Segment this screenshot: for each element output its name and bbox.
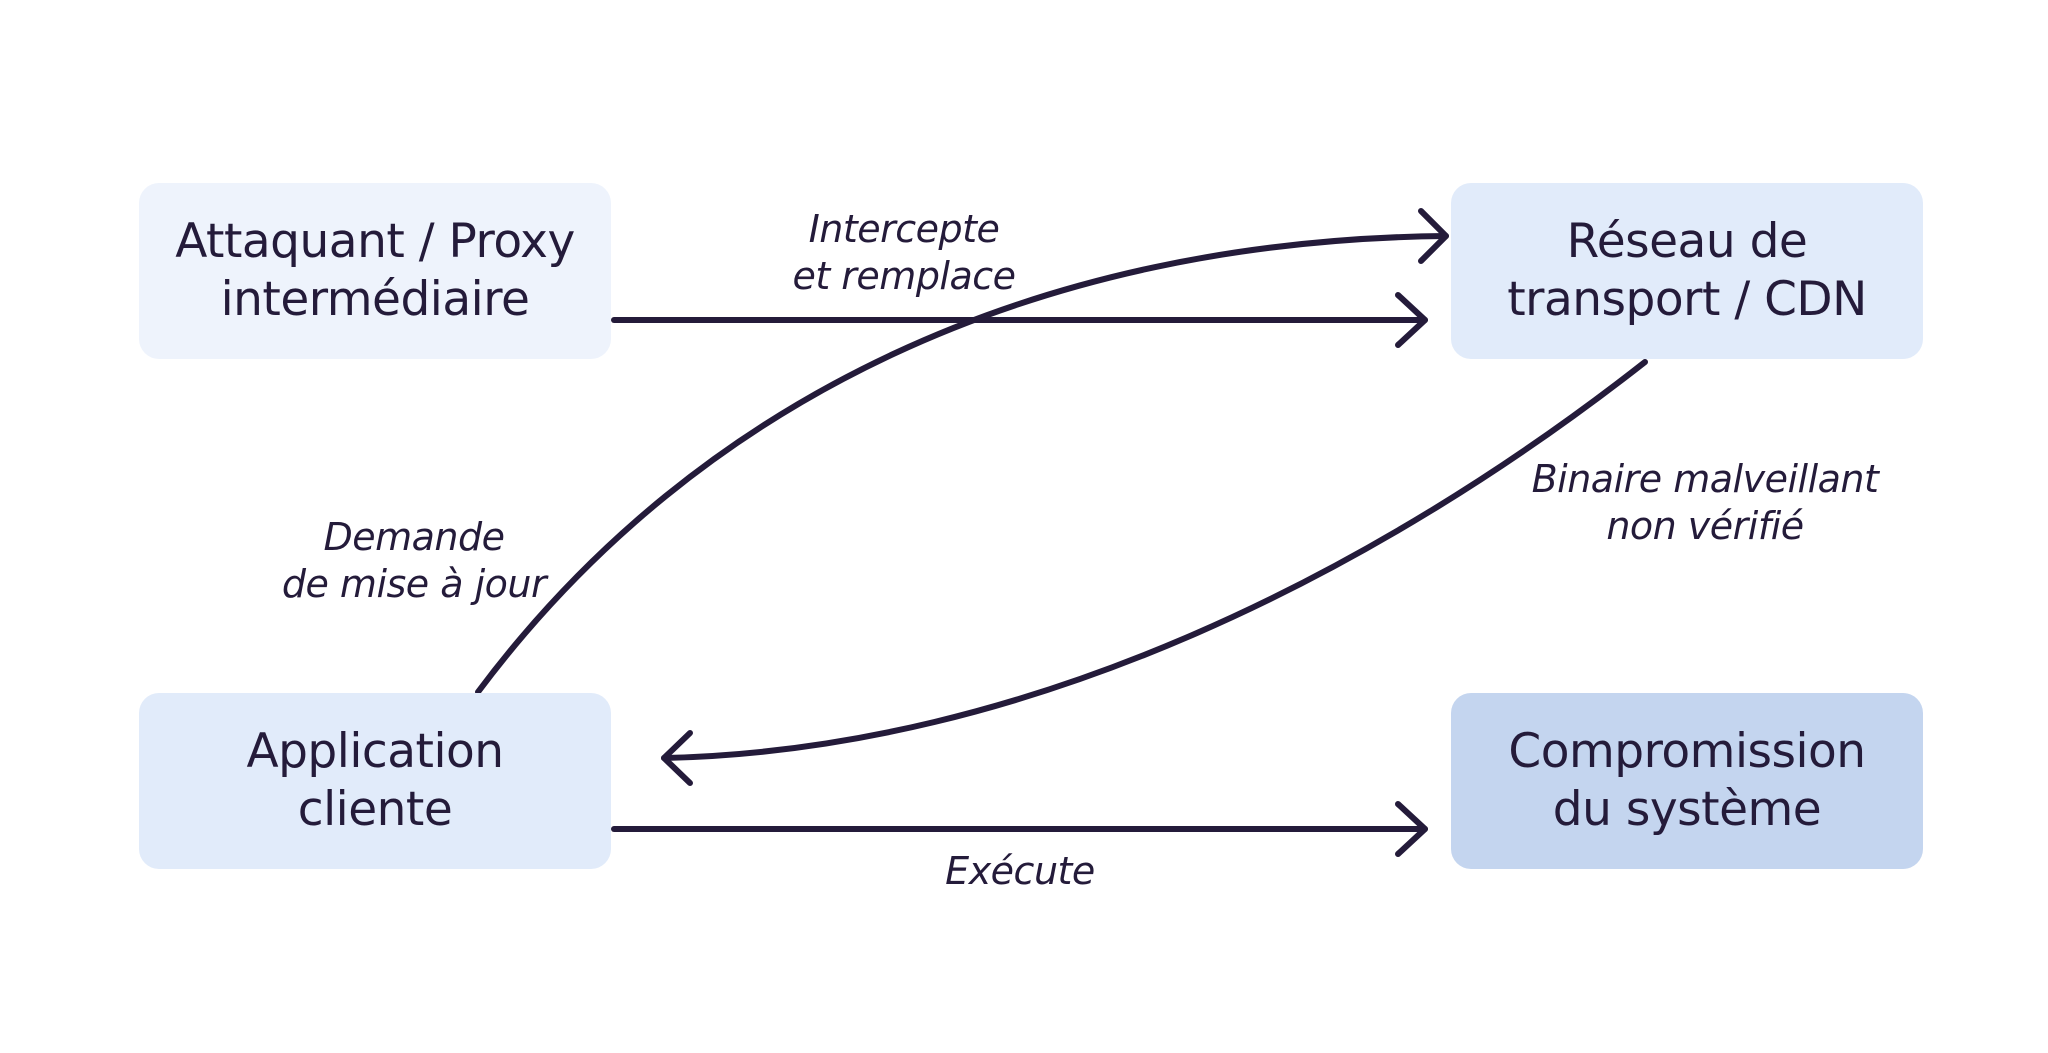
node-client-line2: cliente — [297, 782, 453, 837]
node-cdn-line2: transport / CDN — [1507, 272, 1867, 327]
node-client-line1: Application — [246, 724, 504, 779]
node-cdn-line1: Réseau de — [1566, 214, 1808, 269]
edge-update-request-line2: de mise à jour — [281, 562, 547, 606]
edge-intercept-line1: Intercepte — [808, 207, 1000, 251]
edge-malicious-binary-arrowhead — [661, 730, 693, 786]
edge-update-request-line — [475, 233, 1449, 695]
edge-malicious-binary-label: Binaire malveillant non vérifié — [1532, 456, 1879, 550]
node-cdn: Réseau de transport / CDN — [1451, 183, 1923, 359]
node-client-label: Application cliente — [246, 723, 504, 839]
node-attacker-line1: Attaquant / Proxy — [175, 214, 575, 269]
edge-malicious-binary-line — [661, 359, 1648, 761]
node-system-compromise: Compromission du système — [1451, 693, 1923, 869]
edge-malicious-binary-line2: non vérifié — [1606, 504, 1804, 548]
node-compromise-line1: Compromission — [1508, 724, 1866, 779]
edge-intercept-arrowhead — [1395, 292, 1428, 348]
edge-execute-label: Exécute — [945, 848, 1095, 895]
edge-malicious-binary-line1: Binaire malveillant — [1531, 457, 1879, 501]
edge-intercept-line2: et remplace — [792, 254, 1016, 298]
edge-update-request-line1: Demande — [323, 515, 505, 559]
node-attacker-label: Attaquant / Proxy intermédiaire — [175, 213, 575, 329]
edge-execute-arrowhead — [1395, 801, 1428, 857]
node-compromise-line2: du système — [1552, 782, 1822, 837]
node-compromise-label: Compromission du système — [1508, 723, 1866, 839]
node-attacker-proxy: Attaquant / Proxy intermédiaire — [139, 183, 611, 359]
edge-execute-line1: Exécute — [945, 849, 1095, 893]
edge-update-request-arrowhead — [1418, 208, 1449, 264]
edge-update-request-label: Demande de mise à jour — [281, 514, 547, 608]
edge-intercept-label: Intercepte et remplace — [792, 206, 1016, 300]
node-attacker-line2: intermédiaire — [220, 272, 530, 327]
node-cdn-label: Réseau de transport / CDN — [1507, 213, 1867, 329]
node-client-application: Application cliente — [139, 693, 611, 869]
